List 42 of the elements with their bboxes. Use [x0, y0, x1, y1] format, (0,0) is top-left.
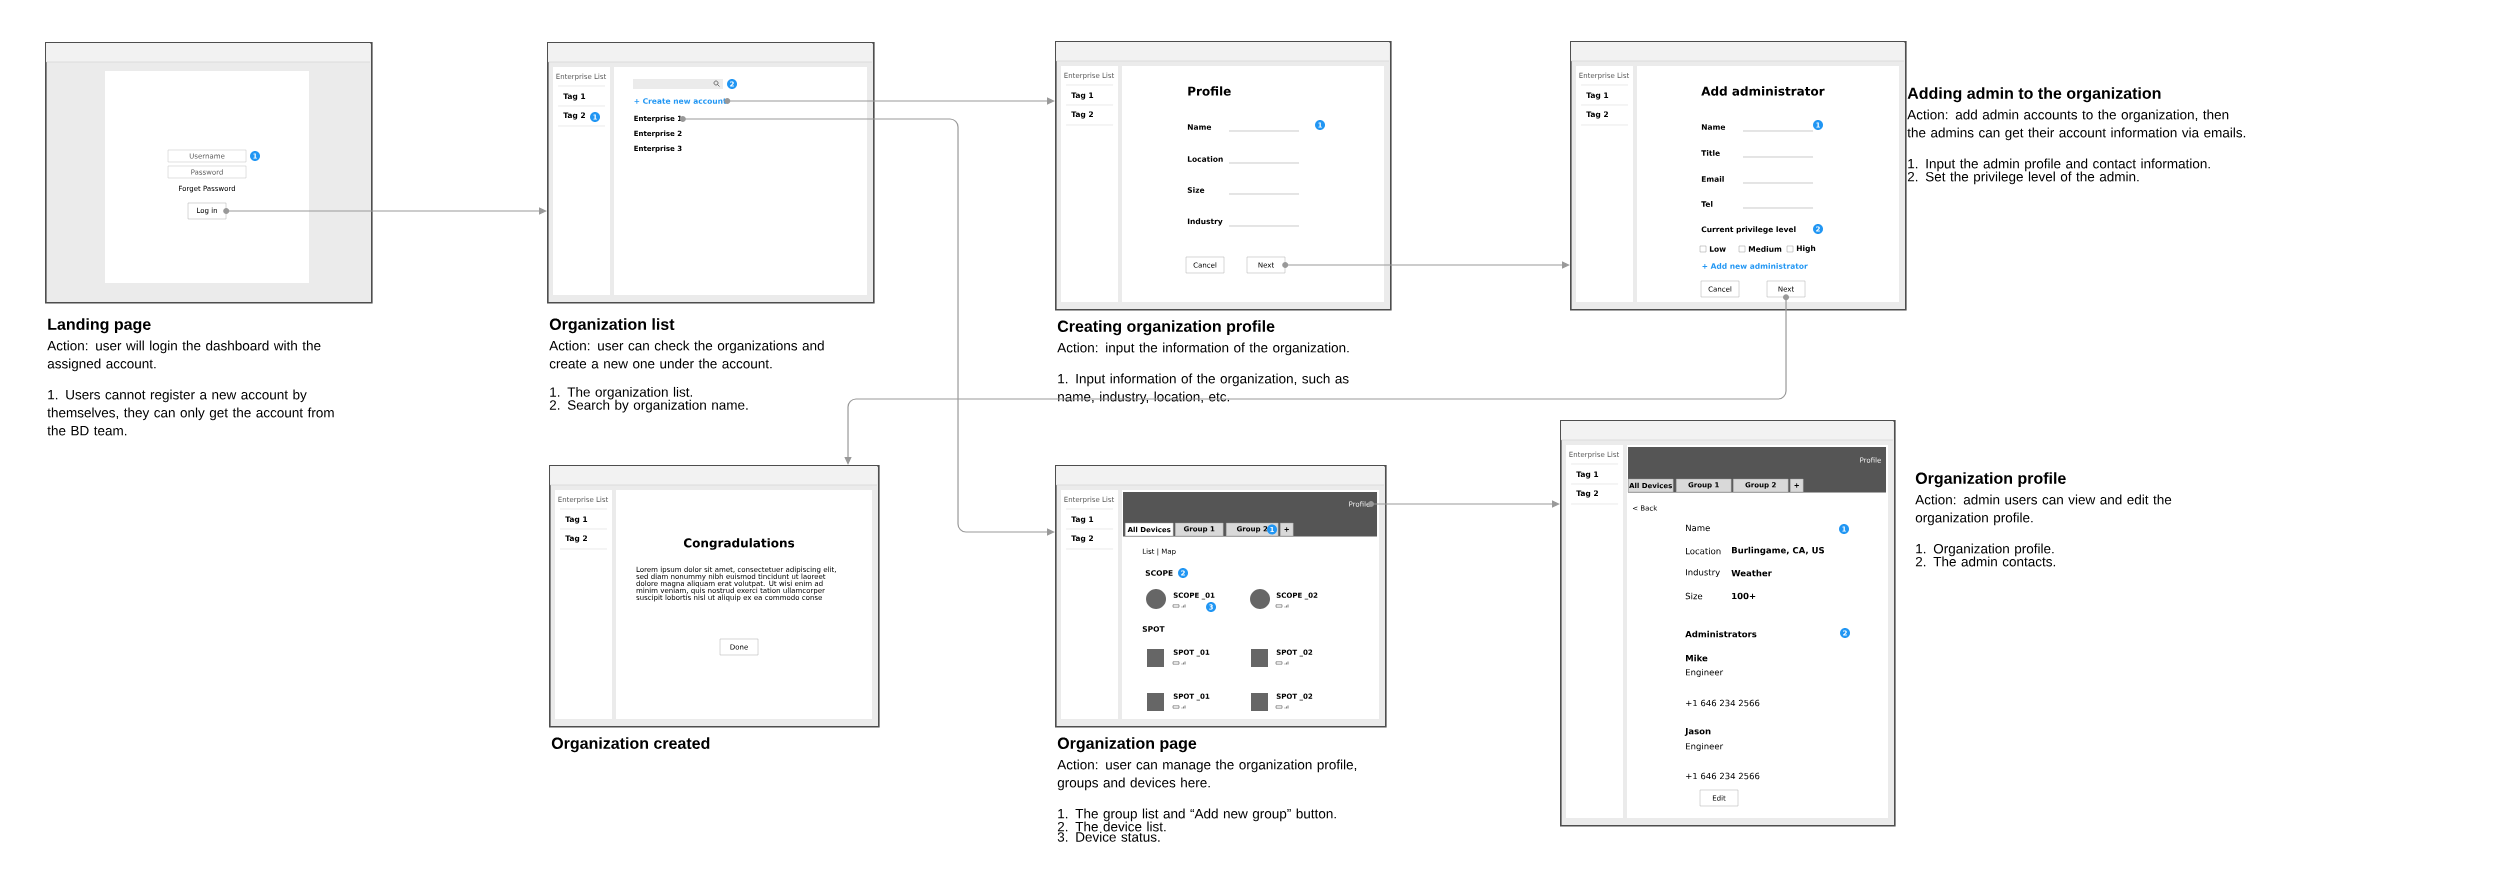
caption-heading: Organization profile — [1915, 472, 2066, 488]
list-item: 1. Organization profile. — [1916, 543, 2054, 557]
section-heading: Administrators — [1685, 630, 1757, 638]
description-text: Action: user can manage the organization profile, groups and devices here. — [1057, 759, 1357, 791]
field-text: +1 646 234 2566 — [1686, 772, 1760, 780]
caption-heading: Adding admin to the organization — [1907, 87, 2161, 103]
list-item: 2. Set the privilege level of the admin. — [1907, 171, 2139, 185]
field-text: Name — [1686, 524, 1710, 532]
description-text: Action: input the information of the organization. — [1057, 342, 1349, 356]
page-title: Profile — [1188, 86, 1231, 96]
caption-heading: Organization page — [1057, 737, 1197, 753]
field-value: 100+ — [1732, 592, 1756, 600]
caption-heading: Landing page — [48, 318, 151, 334]
list-item: 1. The organization list. — [550, 386, 693, 400]
description-text: Action: admin users can view and edit the organization profile. — [1915, 494, 2172, 526]
field-value: Weather — [1731, 569, 1772, 577]
field-value: Burlingame, CA, US — [1732, 546, 1824, 556]
caption-heading: Organization list — [549, 318, 675, 334]
field-text: +1 646 234 2566 — [1686, 699, 1760, 707]
description-text: Action: add admin accounts to the organization, then the admins can get their account information via emails. — [1907, 109, 2246, 141]
description-text: Action: user can check the organizations and create a new one under the account. — [549, 340, 824, 369]
list-item: 1. The group list and “Add new group” button. — [1058, 808, 1336, 822]
list-item: 2. The admin contacts. — [1915, 556, 2056, 567]
page-title: Congradulations — [683, 538, 795, 550]
field-text: Size — [1685, 592, 1703, 600]
field-text: Engineer — [1686, 742, 1724, 752]
list-item: 1. Users cannot register a new account by themselves, they can only get the account from the BD team. — [47, 389, 334, 436]
list-item: 2. Search by organization name. — [549, 399, 748, 413]
section-heading: Jason — [1684, 728, 1711, 736]
field-text: Industry — [1686, 568, 1720, 578]
page-title: Add administrator — [1701, 86, 1825, 96]
description-text: Action: user will login the dashboard with the assigned account. — [47, 340, 321, 372]
list-item: 1. Input information of the organization, such as name, industry, location, etc. — [1058, 373, 1349, 405]
arrow — [682, 118, 1055, 536]
field-text: Location — [1686, 547, 1721, 555]
section-heading: Mike — [1686, 654, 1708, 662]
list-item: 3. Device status. — [1057, 831, 1160, 842]
list-item: 1. Input the admin profile and contact information. — [1908, 158, 2210, 172]
caption-heading: Creating organization profile — [1057, 320, 1275, 336]
field-text: Engineer — [1686, 668, 1724, 678]
caption-heading: Organization created — [551, 737, 710, 753]
list-item: 2. The device list. — [1057, 821, 1166, 832]
